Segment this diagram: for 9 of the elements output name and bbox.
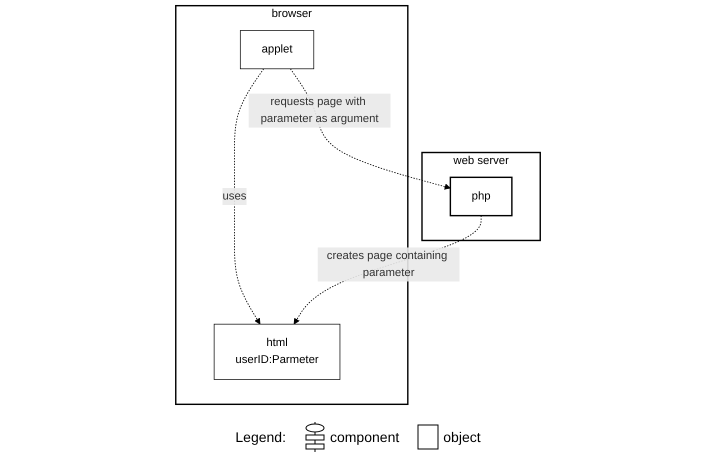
node-box: php: [450, 176, 513, 216]
legend-title: Legend:: [235, 429, 286, 445]
node-box: html userID:Parmeter: [214, 324, 340, 380]
node-box: applet: [240, 30, 314, 70]
edge-label: uses: [222, 190, 246, 202]
arrow: [234, 68, 264, 324]
legend-text: object: [443, 429, 481, 445]
legend-text: component: [330, 429, 400, 445]
edge-label: requests page with parameter as argument: [260, 96, 379, 125]
